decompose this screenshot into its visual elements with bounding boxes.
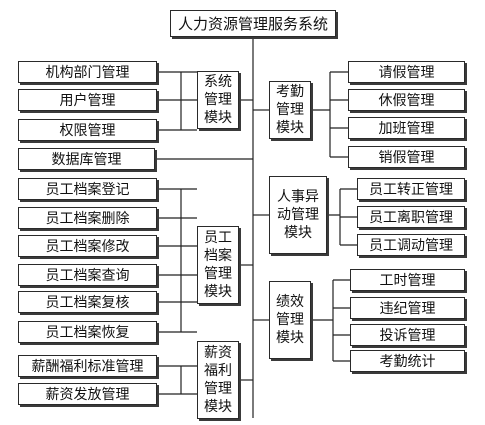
leaf-org-dept-management: 机构部门管理 xyxy=(18,61,157,83)
leaf-complaint: 投诉管理 xyxy=(350,324,465,346)
leaf-permission-management: 权限管理 xyxy=(18,119,157,141)
database-management: 数据库管理 xyxy=(18,148,155,170)
leaf-archive-register: 员工档案登记 xyxy=(18,178,157,200)
leaf-regularization: 员工转正管理 xyxy=(357,178,465,200)
attendance-children-lines xyxy=(311,71,348,158)
module-system-management: 系统管理模块 xyxy=(197,71,239,129)
leaf-user-management: 用户管理 xyxy=(18,89,157,111)
leaf-archive-query: 员工档案查询 xyxy=(18,264,157,286)
module-archive-management: 员工档案管理模块 xyxy=(197,226,239,304)
leaf-archive-delete: 员工档案删除 xyxy=(18,207,157,229)
module-transfer-management: 人事异动管理模块 xyxy=(269,176,327,254)
leaf-resignation: 员工离职管理 xyxy=(357,206,465,228)
leaf-salary-standard: 薪酬福利标准管理 xyxy=(18,355,157,377)
leaf-reassignment: 员工调动管理 xyxy=(357,234,465,256)
leaf-archive-restore: 员工档案恢复 xyxy=(18,321,157,343)
leaf-discipline: 违纪管理 xyxy=(350,297,465,319)
leaf-attendance-stats: 考勤统计 xyxy=(350,350,465,372)
leaf-leave-cancel: 销假管理 xyxy=(348,146,465,168)
transfer-children-lines xyxy=(327,188,357,246)
leaf-overtime: 加班管理 xyxy=(348,117,465,139)
module-attendance-management: 考勤管理模块 xyxy=(269,81,311,139)
system-title: 人力资源管理服务系统 xyxy=(170,10,336,37)
system-children-lines xyxy=(157,71,197,131)
leaf-archive-modify: 员工档案修改 xyxy=(18,235,157,257)
archive-children-lines xyxy=(157,188,197,333)
performance-children-lines xyxy=(311,279,350,362)
leaf-salary-payment: 薪资发放管理 xyxy=(18,383,157,405)
leaf-vacation: 休假管理 xyxy=(348,89,465,111)
module-performance-management: 绩效管理模块 xyxy=(269,281,311,359)
leaf-working-hours: 工时管理 xyxy=(350,269,465,291)
module-salary-management: 薪资福利管理模块 xyxy=(197,341,239,419)
leaf-leave-request: 请假管理 xyxy=(348,61,465,83)
leaf-archive-review: 员工档案复核 xyxy=(18,291,157,313)
salary-children-lines xyxy=(157,365,197,395)
